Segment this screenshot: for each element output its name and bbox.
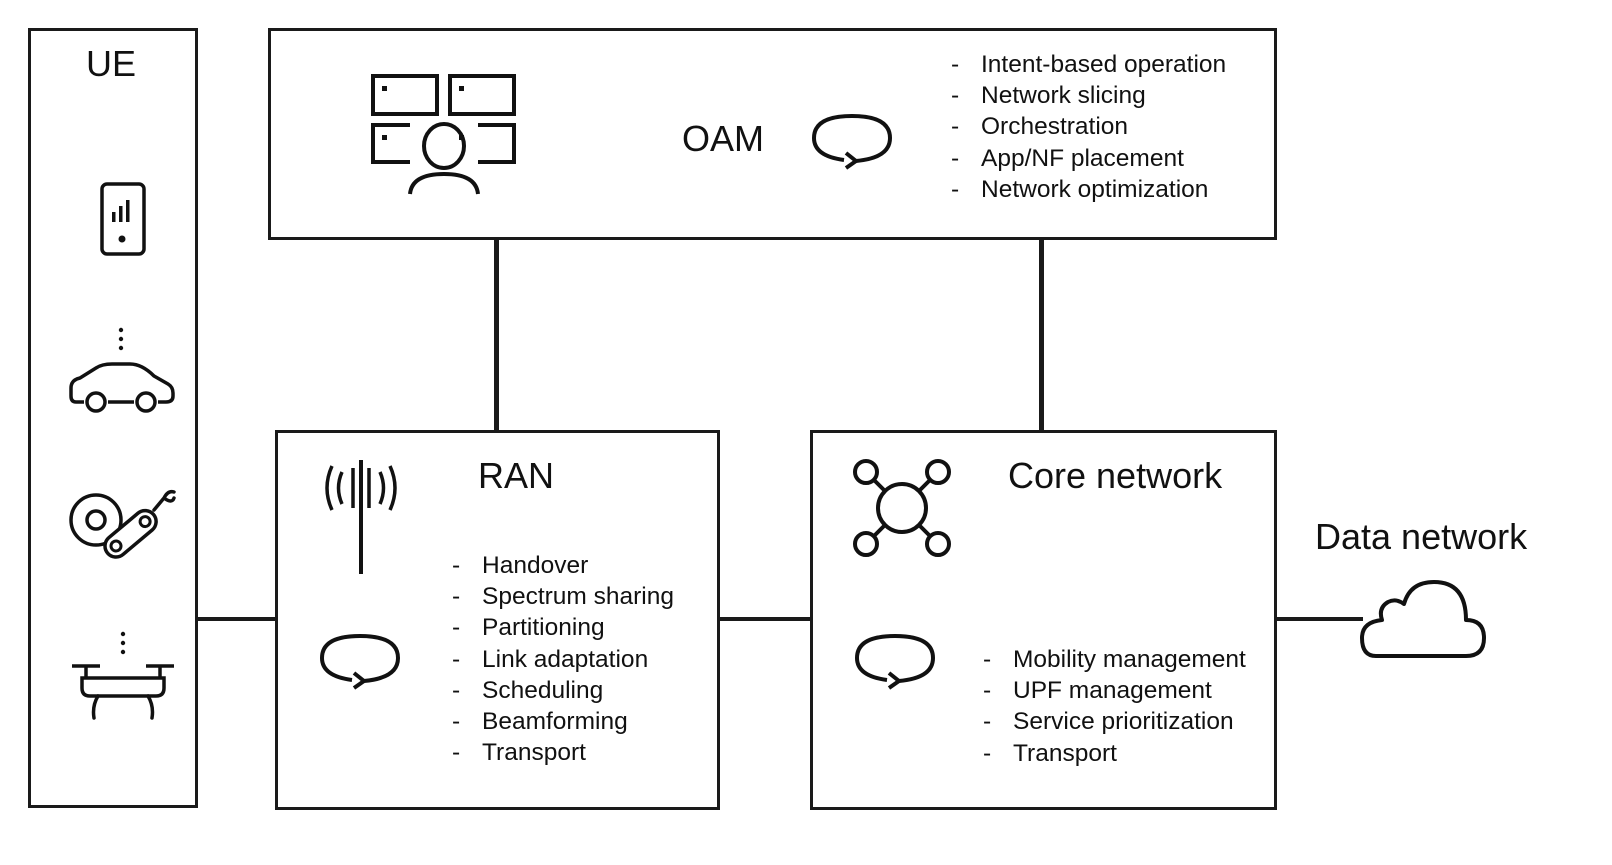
network-hub-icon [853, 459, 951, 557]
list-item: -Orchestration [951, 113, 1129, 141]
link-core-data-network [1275, 617, 1363, 621]
link-ue-ran [196, 617, 278, 621]
link-oam-ran [494, 238, 499, 432]
core-function-list: -Mobility management -UPF management -Se… [983, 644, 1246, 769]
list-item: -Intent-based operation [951, 51, 1227, 78]
cloud-icon [1360, 580, 1486, 658]
list-item: -Transport [983, 739, 1117, 767]
list-item: -Spectrum sharing [452, 583, 675, 611]
antenna-icon [325, 460, 397, 574]
list-item: -Mobility management [983, 646, 1246, 673]
list-item: -Partitioning [452, 614, 605, 642]
link-ran-core [718, 617, 812, 621]
list-item: -Scheduling [452, 676, 604, 704]
loop-arrow-icon [854, 633, 936, 690]
oam-function-list: -Intent-based operation -Network slicing… [951, 49, 1226, 205]
drone-icon [72, 631, 174, 720]
list-item: -Service prioritization [983, 708, 1234, 736]
list-item: -App/NF placement [951, 144, 1184, 172]
oam-title: OAM [682, 118, 765, 159]
ran-box: RAN -Handover -Spectrum sharing -Partiti… [275, 430, 720, 810]
loop-arrow-icon [811, 113, 893, 170]
link-oam-core [1039, 238, 1044, 432]
list-item: -Network slicing [951, 82, 1146, 110]
smartphone-icon [100, 182, 146, 256]
list-item: -Beamforming [452, 708, 628, 736]
robot-arm-icon [69, 489, 176, 559]
list-item: -Transport [452, 739, 586, 767]
ue-title: UE [86, 43, 137, 84]
operator-dashboard-icon [371, 74, 516, 195]
ran-function-list: -Handover -Spectrum sharing -Partitionin… [452, 550, 674, 768]
core-network-box: Core network -Mobility management -UPF m… [810, 430, 1277, 810]
ran-title: RAN [478, 455, 555, 496]
data-network-title: Data network [1315, 516, 1528, 557]
oam-box: OAM -Intent-based operation -Network sli… [268, 28, 1277, 240]
list-item: -Link adaptation [452, 645, 649, 673]
list-item: -Network optimization [951, 175, 1209, 203]
core-network-title: Core network [1008, 455, 1223, 496]
list-item: -UPF management [983, 677, 1212, 705]
list-item: -Handover [452, 552, 589, 579]
vertical-dots-icon [118, 327, 124, 351]
car-icon [69, 362, 175, 413]
loop-arrow-icon [319, 633, 401, 690]
